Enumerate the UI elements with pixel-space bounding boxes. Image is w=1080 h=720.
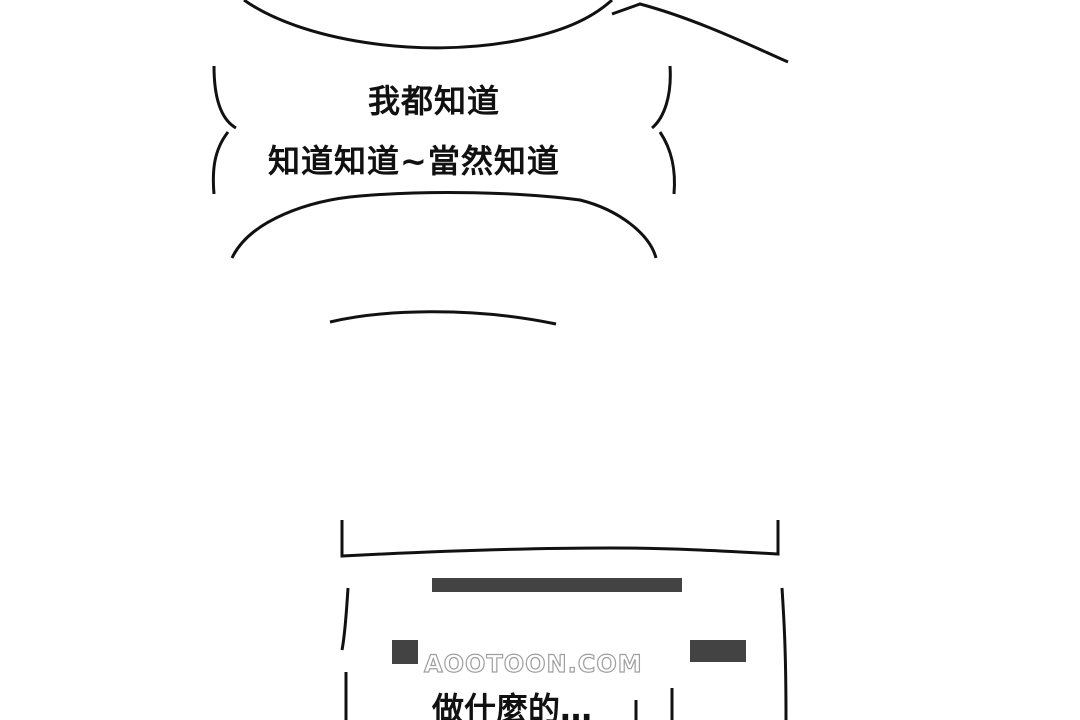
- bubble-top-curve: [243, 0, 614, 50]
- box-top-line: [340, 520, 780, 558]
- obscured-text-fragment-3: [690, 640, 746, 662]
- obscured-text-fragment-2: [392, 640, 418, 664]
- bubble-small-arc: [329, 310, 557, 326]
- site-watermark: AOOTOON.COM: [423, 649, 643, 678]
- bubble-right-bump-1: [650, 65, 672, 130]
- bubble-tail-curve: [611, 2, 789, 64]
- bubble-right-bump-2: [658, 131, 676, 195]
- speech-line-2: 知道知道~當然知道: [268, 142, 560, 180]
- bubble-lower-curve: [230, 191, 658, 259]
- obscured-text-fragment-1: [432, 578, 682, 592]
- bubble-left-bump-1: [212, 65, 237, 130]
- box-left-line: [340, 587, 350, 651]
- box-right-line: [780, 587, 788, 720]
- narration-line-3: 做什麼的…: [432, 690, 593, 720]
- speech-line-1: 我都知道: [368, 82, 501, 120]
- bubble-left-bump-2: [211, 131, 230, 195]
